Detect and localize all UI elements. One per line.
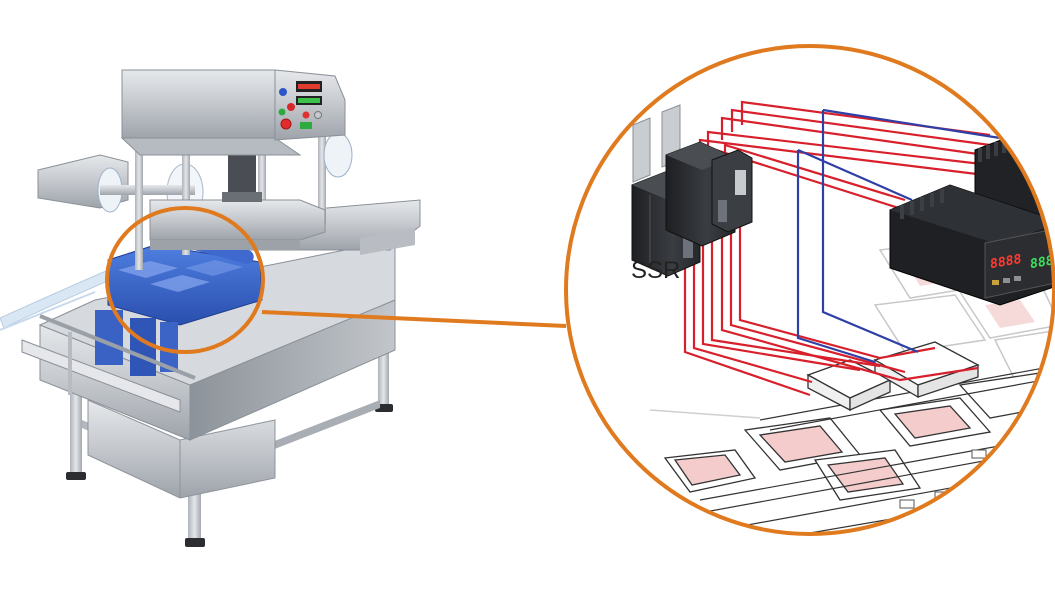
seal-press: [149, 199, 326, 241]
emergency-stop: [280, 118, 292, 130]
controller-display-green: 888: [1030, 253, 1054, 272]
zoom-detail: 8888 888: [566, 46, 1054, 534]
zoom-connector: [261, 310, 567, 328]
ssr-module-2: [661, 104, 753, 247]
zoom-circle: [564, 44, 1055, 536]
blue-wires: [796, 108, 1001, 364]
ssr-label: SSR: [631, 257, 680, 284]
column: [318, 125, 326, 225]
machine-leg: [70, 380, 82, 475]
top-head: [121, 69, 276, 139]
machine-leg: [378, 335, 389, 407]
column: [258, 130, 266, 250]
panel-button-blue: [279, 88, 287, 96]
zoom-highlight-circle: [105, 206, 265, 354]
column: [135, 140, 143, 270]
temperature-controller-front: 8888 888: [889, 184, 1054, 306]
controller-display-red: 8888: [990, 252, 1021, 272]
sealing-machine: [0, 69, 421, 547]
panel-button-red: [287, 103, 295, 111]
blue-tray-set: [95, 244, 263, 376]
panel-button-green: [278, 108, 286, 116]
heater-plate-left: [806, 359, 892, 412]
